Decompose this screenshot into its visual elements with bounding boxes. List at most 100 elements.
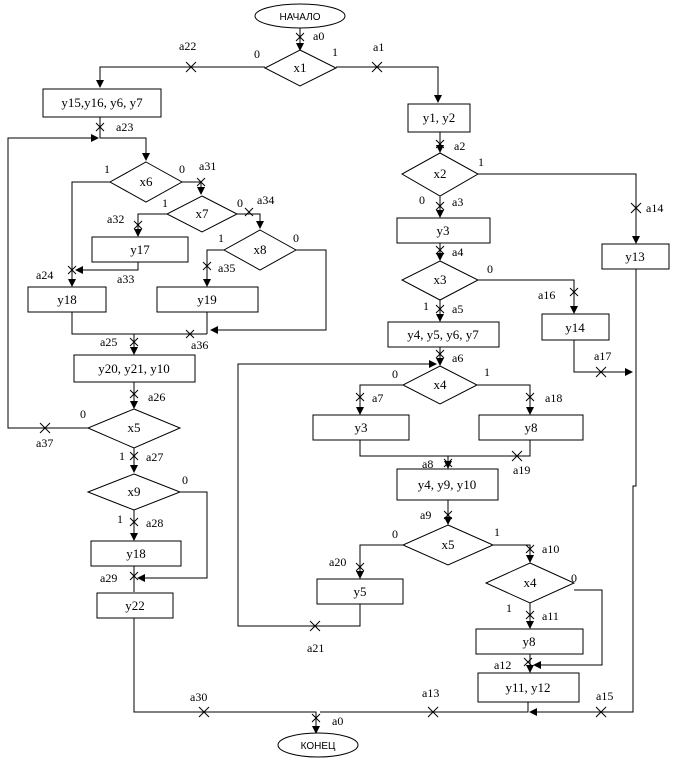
branch-value: 1: [218, 231, 224, 245]
state-label-a26: a26: [148, 390, 165, 404]
decision-x8: x8: [222, 229, 298, 271]
branch-value: 0: [237, 196, 243, 210]
state-mark: [630, 202, 642, 214]
state-label-a15: a15: [596, 689, 613, 703]
state-label-a31: a31: [199, 159, 216, 173]
terminal-end: КОНЕЦ: [277, 732, 359, 758]
operator-y22: y22: [96, 592, 174, 619]
state-label-a34: a34: [257, 193, 274, 207]
branch-value: 1: [104, 162, 110, 176]
state-mark: [196, 177, 206, 187]
state-label-a11: a11: [542, 609, 559, 623]
branch-value: 1: [162, 196, 168, 210]
start-label: НАЧАЛО: [279, 12, 320, 23]
decision-label: x6: [140, 174, 154, 189]
state-mark: [355, 562, 365, 572]
operator-label: y11, y12: [505, 680, 550, 695]
operator-y20-y21-y10: y20, y21, y10: [73, 354, 196, 383]
decision-label: x4: [434, 377, 448, 392]
state-mark: [525, 544, 535, 554]
state-mark: [435, 245, 445, 255]
decision-x2: x2: [400, 152, 480, 197]
branch-value: 0: [80, 407, 86, 421]
state-label-a30: a30: [190, 690, 207, 704]
state-mark: [133, 220, 143, 230]
state-label-a27: a27: [146, 450, 163, 464]
state-label-a32: a32: [107, 212, 124, 226]
state-label-a10: a10: [542, 542, 559, 556]
state-label-a17: a17: [594, 349, 611, 363]
operator-label: y4, y9, y10: [418, 477, 477, 492]
state-mark: [435, 349, 445, 359]
state-mark: [525, 392, 535, 402]
operator-y14: y14: [541, 313, 610, 341]
branch-value: 1: [494, 525, 500, 539]
terminal-start: НАЧАЛО: [254, 3, 346, 29]
branch-value: 0: [182, 473, 188, 487]
state-mark: [595, 366, 607, 378]
operator-y8-lower: y8: [475, 628, 584, 655]
branch-value: 0: [254, 47, 260, 61]
operator-label: y15,y16, y6, y7: [61, 95, 143, 110]
operator-label: y18: [126, 546, 146, 561]
operator-y17: y17: [91, 236, 189, 263]
operator-y3-lower: y3: [312, 414, 410, 441]
state-mark: [427, 706, 439, 718]
branch-value: 0: [293, 231, 299, 245]
state-mark: [95, 122, 105, 132]
branch-value: 1: [423, 299, 429, 313]
operator-y4-y9-y10: y4, y9, y10: [396, 468, 499, 501]
operator-y15-y16-y6-y7: y15,y16, y6, y7: [42, 88, 162, 118]
state-label-a16: a16: [538, 288, 555, 302]
state-mark: [39, 422, 51, 434]
state-mark: [569, 287, 579, 297]
decision-x4-upper: x4: [401, 365, 479, 405]
state-label-a6: a6: [452, 351, 463, 365]
state-mark: [443, 458, 453, 468]
state-label-a14: a14: [646, 201, 663, 215]
operator-y11-y12: y11, y12: [477, 672, 580, 703]
operator-label: y8: [525, 420, 538, 435]
state-label-a2: a2: [454, 139, 465, 153]
state-label-a35: a35: [218, 261, 235, 275]
decision-label: x3: [434, 272, 447, 287]
branch-value: 0: [419, 193, 425, 207]
decision-x5-left: x5: [86, 408, 182, 449]
state-label-a29: a29: [100, 571, 117, 585]
decision-label: x5: [128, 420, 141, 435]
operator-y19: y19: [156, 286, 259, 313]
decision-label: x7: [196, 206, 210, 221]
state-mark: [198, 706, 210, 718]
decision-x5-right: x5: [401, 524, 495, 566]
state-mark: [595, 706, 607, 718]
state-mark: [309, 620, 321, 632]
state-label-a33: a33: [117, 272, 134, 286]
state-mark: [129, 571, 139, 581]
state-label-a19: a19: [513, 463, 530, 477]
decision-x7: x7: [165, 195, 239, 233]
state-mark: [295, 32, 305, 42]
state-label-a37: a37: [36, 436, 53, 450]
state-mark: [129, 517, 139, 527]
state-mark: [523, 657, 533, 667]
operator-y4-y5-y6-y7: y4, y5, y6, y7: [387, 321, 500, 348]
state-marks: [39, 32, 642, 723]
state-label-a20: a20: [329, 555, 346, 569]
branch-value: 0: [392, 367, 398, 381]
operator-label: y1, y2: [423, 110, 456, 125]
state-mark: [202, 261, 212, 271]
operator-label: y19: [197, 292, 217, 307]
state-label-a36: a36: [191, 338, 208, 352]
state-mark: [67, 265, 77, 275]
decision-label: x9: [128, 484, 141, 499]
decision-label: x4: [524, 575, 538, 590]
decision-x1: x1: [263, 49, 338, 87]
state-mark: [435, 139, 445, 149]
state-label-a23: a23: [116, 120, 133, 134]
state-label-a25: a25: [100, 335, 117, 349]
state-label-a8: a8: [422, 457, 433, 471]
operator-label: y20, y21, y10: [98, 361, 170, 376]
operator-y13: y13: [601, 243, 670, 270]
operator-label: y17: [130, 242, 150, 257]
state-mark: [244, 207, 254, 217]
